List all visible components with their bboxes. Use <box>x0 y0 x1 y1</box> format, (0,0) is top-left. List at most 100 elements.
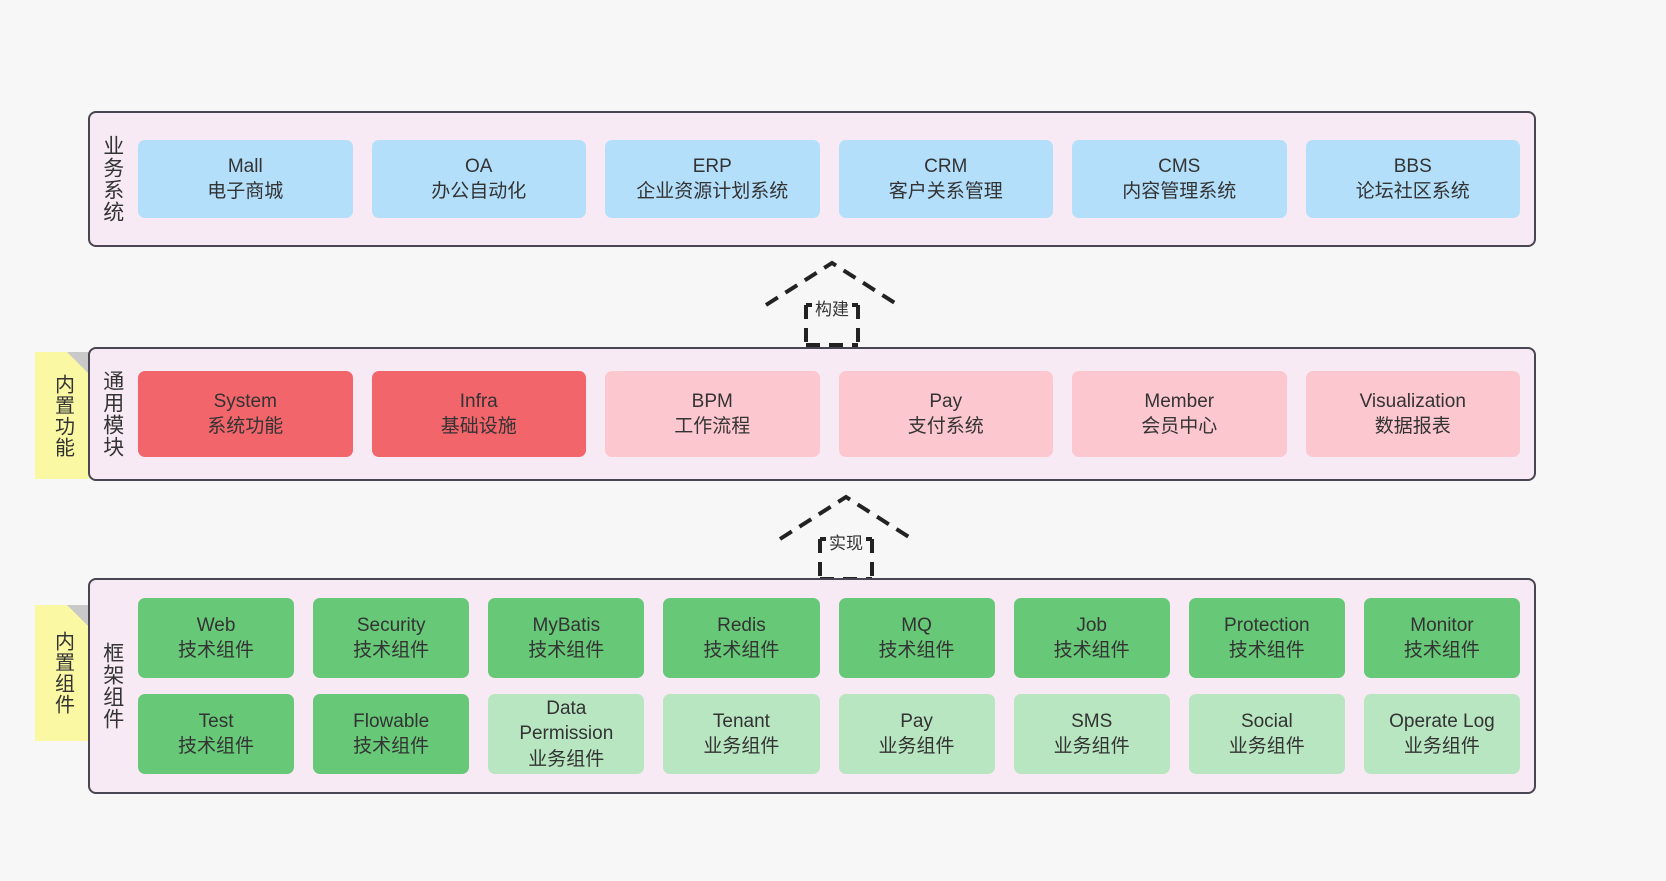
node-subtitle: 客户关系管理 <box>888 181 1003 202</box>
node-row: System 系统功能 Infra 基础设施 BPM 工作流程 Pay 支付系统… <box>138 371 1520 457</box>
node-subtitle: 系统功能 <box>207 416 284 437</box>
layer-business-system[interactable]: 业务系统 Mall 电子商城 OA 办公自动化 ERP 企业资源计划系统 CRM… <box>88 111 1536 247</box>
node-data-permission[interactable]: Data Permission 业务组件 <box>488 694 645 774</box>
node-title: BBS <box>1393 155 1432 177</box>
sticky-note-label: 内置组件 <box>51 631 74 715</box>
sticky-fold-corner <box>67 605 89 627</box>
node-title: Member <box>1144 390 1215 412</box>
node-visualization[interactable]: Visualization 数据报表 <box>1305 371 1520 457</box>
node-title: Job <box>1076 614 1107 636</box>
layer-body-framework-component: Web 技术组件 Security 技术组件 MyBatis 技术组件 Redi… <box>134 580 1534 792</box>
node-title: MyBatis <box>532 614 601 636</box>
node-title: Redis <box>717 614 766 636</box>
node-title: Web <box>196 614 236 636</box>
node-tenant[interactable]: Tenant 业务组件 <box>663 694 820 774</box>
node-title: Pay <box>929 390 963 412</box>
node-subtitle: 电子商城 <box>207 181 284 202</box>
node-subtitle: 支付系统 <box>907 416 984 437</box>
node-bpm[interactable]: BPM 工作流程 <box>605 371 820 457</box>
node-subtitle: 技术组件 <box>353 736 430 757</box>
node-title: ERP <box>692 155 732 177</box>
node-subtitle: 工作流程 <box>674 416 751 437</box>
node-subtitle: 技术组件 <box>178 640 255 661</box>
node-title: Data Permission <box>519 698 614 745</box>
layer-label-framework-component: 框架组件 <box>100 642 124 730</box>
node-row: Web 技术组件 Security 技术组件 MyBatis 技术组件 Redi… <box>138 598 1520 678</box>
node-title: Operate Log <box>1389 710 1495 732</box>
node-oa[interactable]: OA 办公自动化 <box>371 140 586 218</box>
node-subtitle: 内容管理系统 <box>1122 181 1237 202</box>
layer-common-module[interactable]: 通用模块 System 系统功能 Infra 基础设施 BPM 工作流程 Pay… <box>88 347 1536 481</box>
node-mall[interactable]: Mall 电子商城 <box>138 140 353 218</box>
node-erp[interactable]: ERP 企业资源计划系统 <box>605 140 820 218</box>
node-web[interactable]: Web 技术组件 <box>138 598 295 678</box>
node-subtitle: 企业资源计划系统 <box>636 181 789 202</box>
node-subtitle: 业务组件 <box>703 736 780 757</box>
node-subtitle: 技术组件 <box>1228 640 1305 661</box>
node-crm[interactable]: CRM 客户关系管理 <box>838 140 1053 218</box>
node-job[interactable]: Job 技术组件 <box>1013 598 1170 678</box>
node-protection[interactable]: Protection 技术组件 <box>1188 598 1345 678</box>
node-subtitle: 业务组件 <box>1403 736 1480 757</box>
node-title: System <box>213 390 277 412</box>
node-title: Mall <box>227 155 263 177</box>
connector-implement: 实现 <box>772 491 920 581</box>
node-subtitle: 技术组件 <box>353 640 430 661</box>
node-subtitle: 技术组件 <box>178 736 255 757</box>
node-mybatis[interactable]: MyBatis 技术组件 <box>488 598 645 678</box>
node-title: CMS <box>1158 155 1201 177</box>
node-title: CRM <box>924 155 968 177</box>
node-cms[interactable]: CMS 内容管理系统 <box>1072 140 1287 218</box>
node-title: Tenant <box>712 710 770 732</box>
node-title: Flowable <box>353 710 430 732</box>
node-row: Mall 电子商城 OA 办公自动化 ERP 企业资源计划系统 CRM 客户关系… <box>138 140 1520 218</box>
node-monitor[interactable]: Monitor 技术组件 <box>1363 598 1520 678</box>
node-title: Test <box>198 710 234 732</box>
layer-framework-component[interactable]: 框架组件 Web 技术组件 Security 技术组件 MyBatis 技术组件… <box>88 578 1536 794</box>
node-title: Monitor <box>1410 614 1474 636</box>
node-title: Visualization <box>1359 390 1466 412</box>
node-title: Pay <box>900 710 933 732</box>
node-redis[interactable]: Redis 技术组件 <box>663 598 820 678</box>
node-title: Social <box>1240 710 1293 732</box>
node-member[interactable]: Member 会员中心 <box>1072 371 1287 457</box>
node-pay-module[interactable]: Pay 支付系统 <box>838 371 1053 457</box>
node-subtitle: 业务组件 <box>878 736 955 757</box>
node-subtitle: 技术组件 <box>878 640 955 661</box>
node-row: Test 技术组件 Flowable 技术组件 Data Permission … <box>138 694 1520 774</box>
sticky-fold-corner <box>67 352 89 374</box>
node-title: BPM <box>691 390 733 412</box>
node-pay-component[interactable]: Pay 业务组件 <box>838 694 995 774</box>
node-subtitle: 业务组件 <box>1053 736 1130 757</box>
node-subtitle: 技术组件 <box>1403 640 1480 661</box>
layer-label-business-system: 业务系统 <box>100 135 124 223</box>
node-system[interactable]: System 系统功能 <box>138 371 353 457</box>
node-title: SMS <box>1071 710 1113 732</box>
node-mq[interactable]: MQ 技术组件 <box>838 598 995 678</box>
node-title: Infra <box>459 390 498 412</box>
node-title: OA <box>465 155 493 177</box>
node-operate-log[interactable]: Operate Log 业务组件 <box>1363 694 1520 774</box>
layer-body-common-module: System 系统功能 Infra 基础设施 BPM 工作流程 Pay 支付系统… <box>134 349 1534 479</box>
node-social[interactable]: Social 业务组件 <box>1188 694 1345 774</box>
node-title: MQ <box>901 614 932 636</box>
node-title: Protection <box>1224 614 1310 636</box>
layer-label-common-module: 通用模块 <box>100 370 124 458</box>
node-title: Security <box>356 614 426 636</box>
node-subtitle: 技术组件 <box>528 640 605 661</box>
node-infra[interactable]: Infra 基础设施 <box>371 371 586 457</box>
node-subtitle: 论坛社区系统 <box>1355 181 1470 202</box>
node-subtitle: 技术组件 <box>703 640 780 661</box>
connector-label-build: 构建 <box>812 295 852 320</box>
node-flowable[interactable]: Flowable 技术组件 <box>313 694 470 774</box>
node-test[interactable]: Test 技术组件 <box>138 694 295 774</box>
connector-label-implement: 实现 <box>826 529 866 554</box>
node-subtitle: 技术组件 <box>1053 640 1130 661</box>
node-subtitle: 办公自动化 <box>431 181 527 202</box>
sticky-note-label: 内置功能 <box>51 373 74 458</box>
node-security[interactable]: Security 技术组件 <box>313 598 470 678</box>
sticky-note-builtin-feature: 内置功能 <box>35 352 89 479</box>
node-bbs[interactable]: BBS 论坛社区系统 <box>1305 140 1520 218</box>
node-sms[interactable]: SMS 业务组件 <box>1013 694 1170 774</box>
